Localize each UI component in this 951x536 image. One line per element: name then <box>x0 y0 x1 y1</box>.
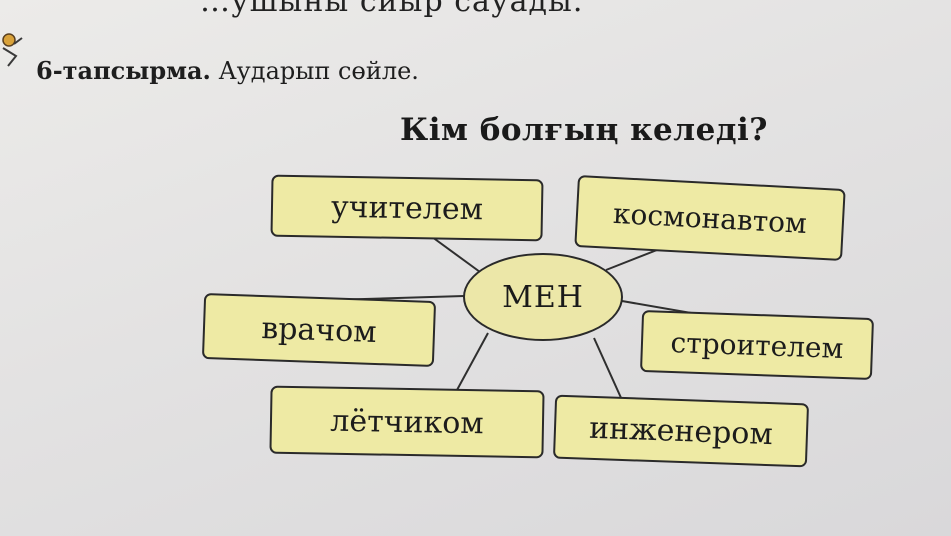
connector-line <box>456 332 489 391</box>
exercise-title: Кім болғың келеді? <box>400 112 768 148</box>
task-instruction: Аударып сөйле. <box>210 57 419 85</box>
center-node: МЕН <box>463 253 623 341</box>
answer-box: космонавтом <box>574 175 846 261</box>
answer-box: лётчиком <box>269 385 545 459</box>
answer-box: строителем <box>639 309 875 381</box>
task-heading: 6-тапсырма. Аударып сөйле. <box>36 56 419 85</box>
task-number: 6-тапсырма. <box>36 56 211 85</box>
answer-box: учителем <box>270 174 544 242</box>
connector-line <box>427 233 481 273</box>
task-marker-icon <box>2 33 23 67</box>
connector-line <box>593 337 623 401</box>
answer-box: инженером <box>552 394 810 468</box>
previous-exercise-line: …ушыны сиыр сауады. <box>200 0 584 19</box>
answer-box: врачом <box>201 292 437 368</box>
connector-line <box>605 247 663 271</box>
